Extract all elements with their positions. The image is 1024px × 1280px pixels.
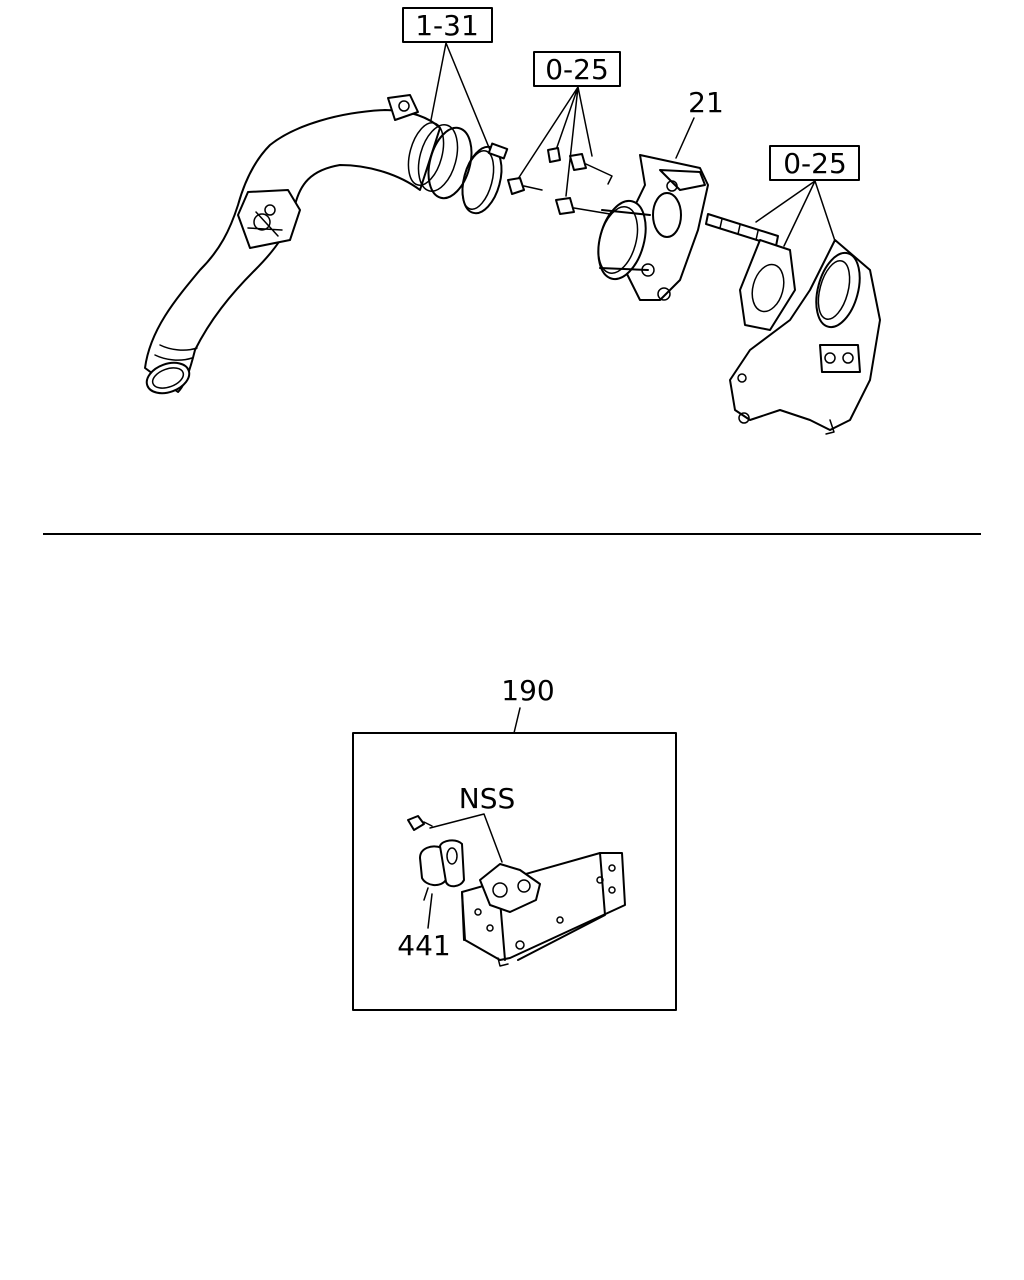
callout-1-31: 1-31	[402, 7, 493, 151]
intake-manifold	[729, 239, 881, 435]
detail-frame	[352, 732, 677, 1011]
hose-clamp	[461, 142, 509, 215]
callout-1-31-text: 1-31	[415, 9, 479, 42]
callout-0-25-right-text: 0-25	[783, 147, 847, 180]
throttle-body-21	[597, 154, 709, 301]
intake-pipe	[144, 94, 473, 395]
gasket	[739, 239, 796, 331]
long-stud	[705, 213, 779, 247]
callout-nss-text: NSS	[459, 782, 516, 815]
upper-assembly: 1-31 0-25 21 0-25	[144, 7, 881, 435]
callout-0-25-right: 0-25	[755, 145, 860, 251]
callout-21-text: 21	[688, 86, 724, 119]
callout-441-text: 441	[397, 929, 450, 962]
bracket	[461, 852, 626, 967]
small-nut	[407, 815, 433, 831]
bolts-middle	[507, 147, 613, 215]
callout-21: 21	[675, 86, 724, 159]
sensor-441	[419, 839, 465, 901]
callout-0-25-middle: 0-25	[515, 51, 621, 197]
detail-190: 190 NSS 441	[352, 674, 677, 1011]
callout-0-25-middle-text: 0-25	[545, 53, 609, 86]
callout-190-text: 190	[501, 674, 554, 707]
